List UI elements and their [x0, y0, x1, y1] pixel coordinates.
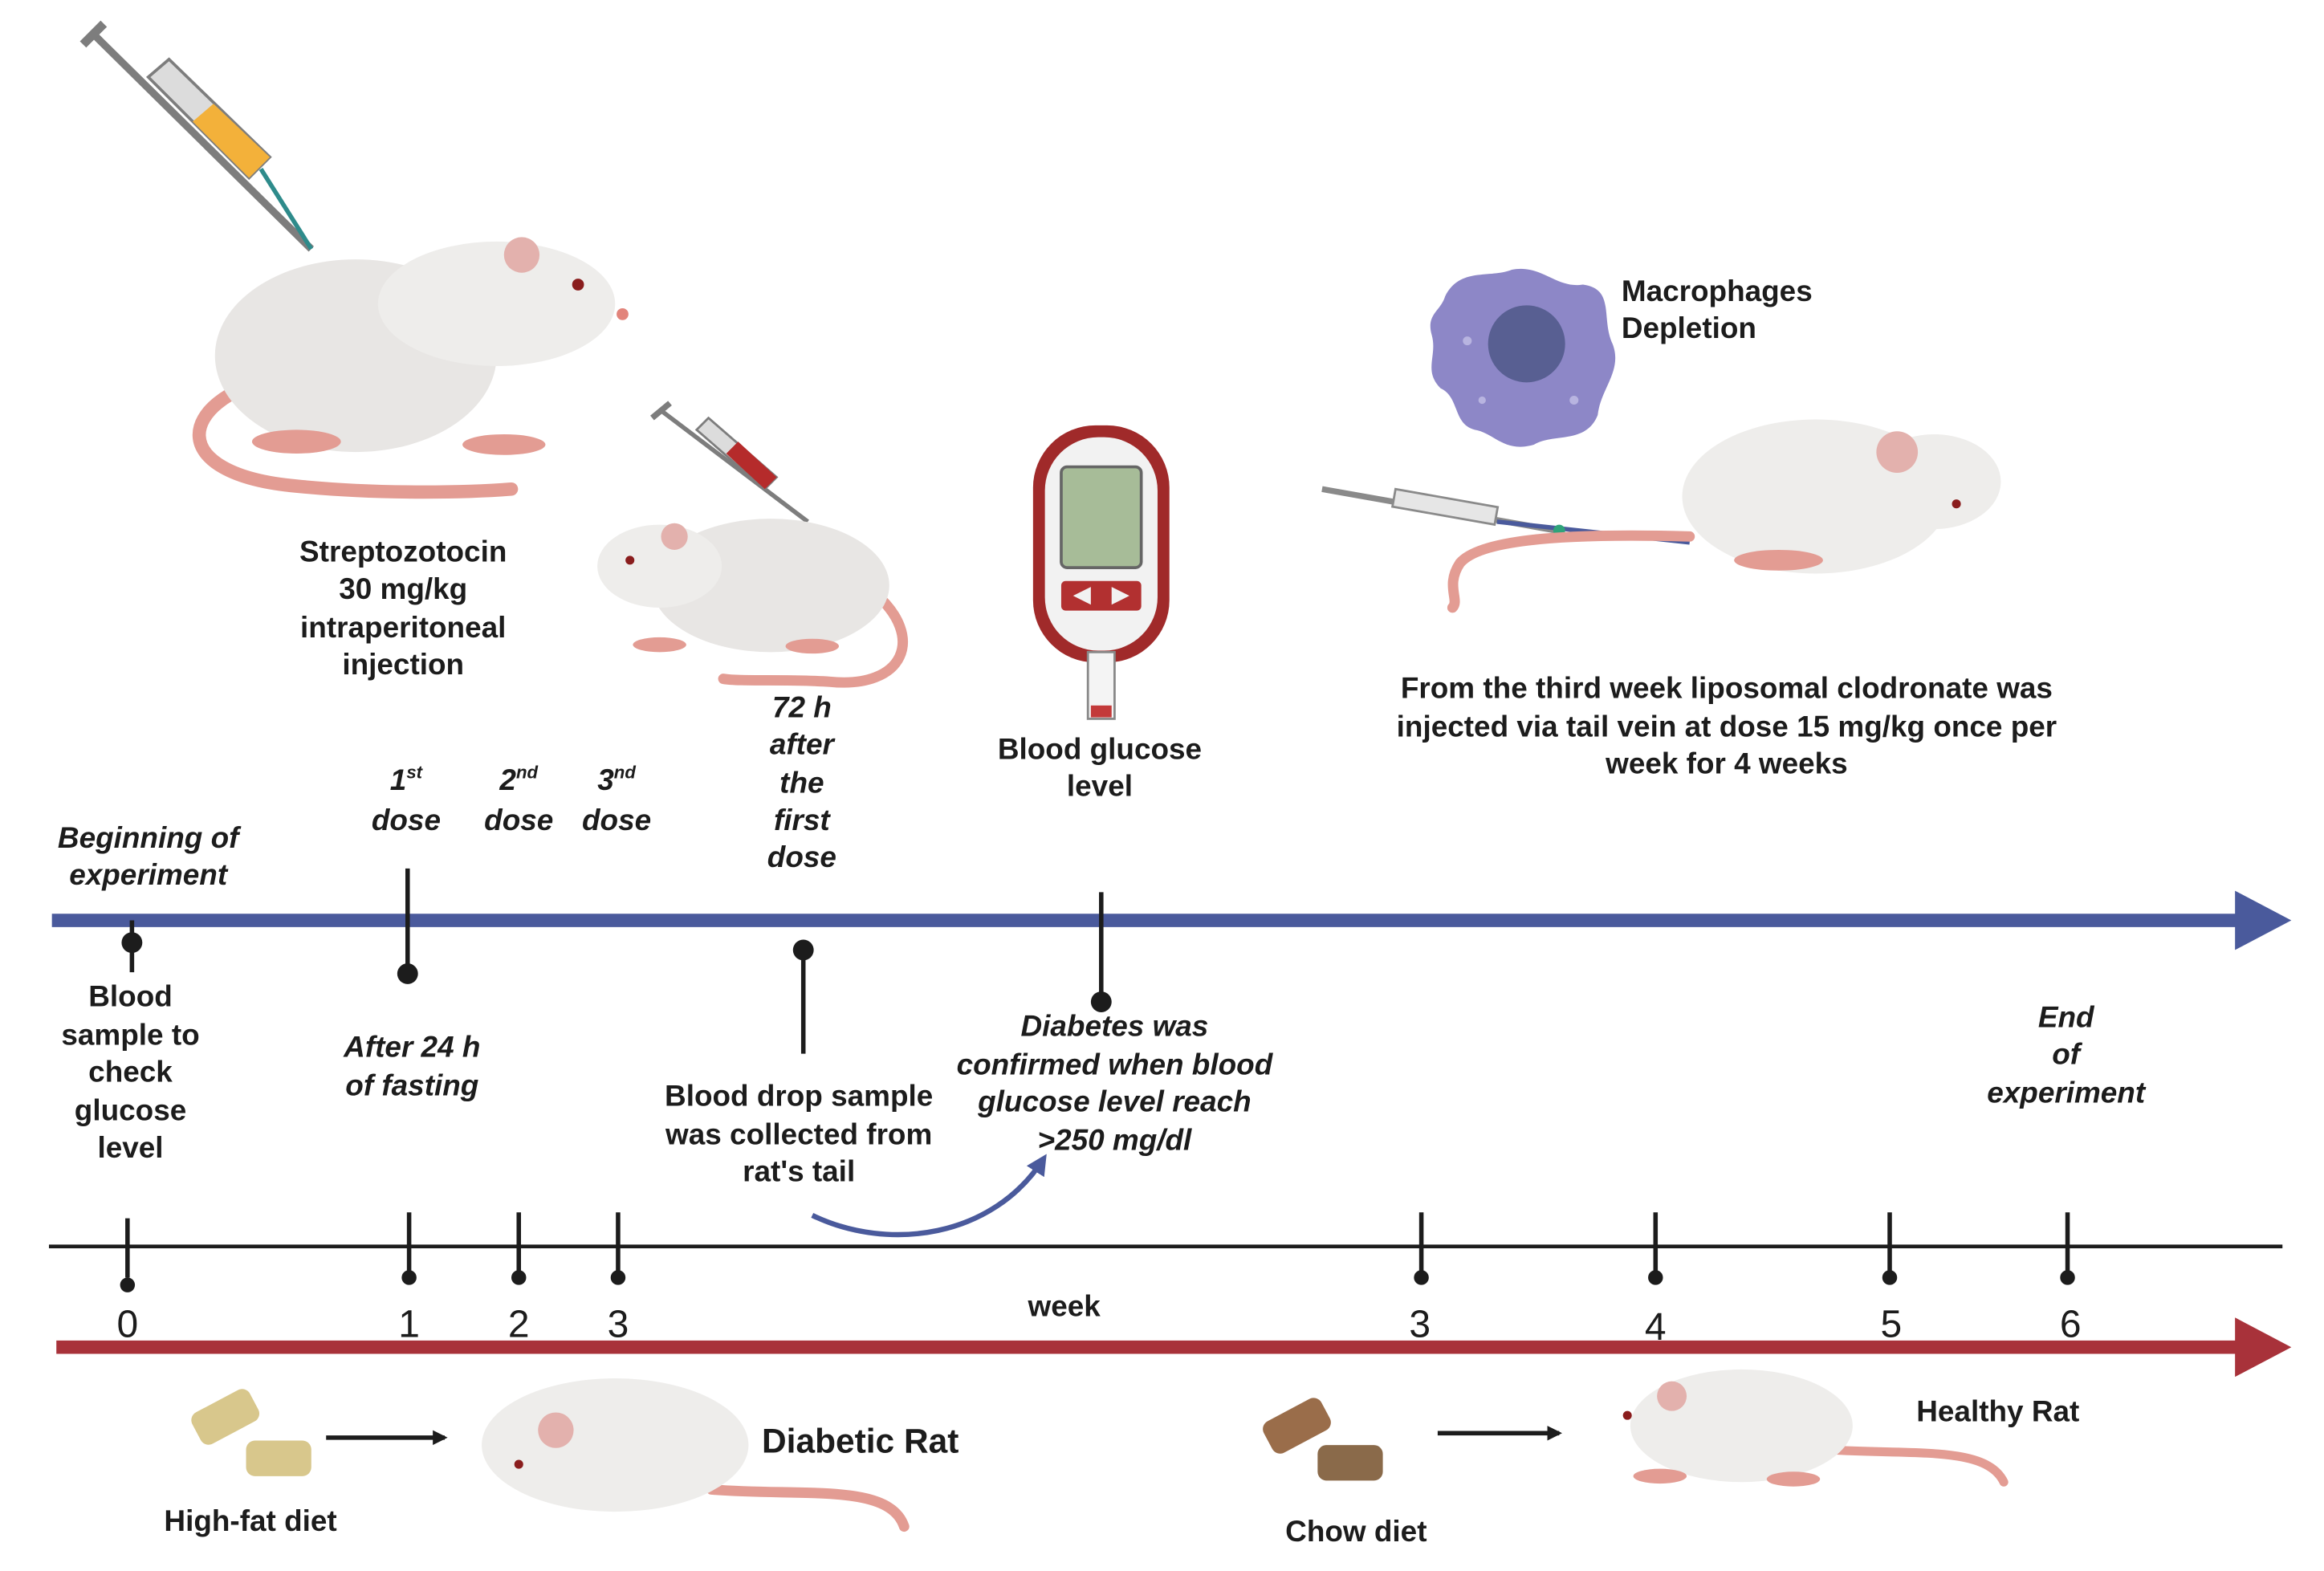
svg-text:week for 4 weeks: week for 4 weeks [1605, 747, 1848, 780]
svg-text:3nd: 3nd [597, 762, 636, 796]
svg-text:Macrophages: Macrophages [1622, 275, 1813, 307]
svg-text:From the third week liposomal: From the third week liposomal clodronate… [1401, 672, 2053, 705]
svg-text:dose: dose [582, 804, 651, 836]
pin-dose-1 [397, 868, 418, 984]
svg-text:check: check [88, 1056, 173, 1089]
pin-glucose [1090, 892, 1112, 1012]
svg-text:experiment: experiment [69, 858, 229, 891]
week-label: week [1028, 1289, 1101, 1322]
dose-2-label: 2nd dose [484, 762, 553, 836]
svg-text:was collected from: was collected from [665, 1117, 932, 1150]
clodronate-label: From the third week liposomal clodronate… [1397, 672, 2057, 780]
syringe-icon [79, 20, 315, 252]
tick-6: 6 [2060, 1212, 2082, 1345]
diabetes-confirmed-label: Diabetes was confirmed when blood glucos… [957, 1010, 1274, 1157]
rat-icon [1622, 1369, 2009, 1487]
72h-label: 72 h after the first dose [767, 691, 836, 873]
svg-text:3: 3 [1409, 1303, 1431, 1345]
beginning-label: Beginning of experiment [58, 821, 242, 891]
svg-text:30 mg/kg: 30 mg/kg [339, 572, 467, 605]
svg-text:level: level [1067, 769, 1133, 802]
svg-text:glucose: glucose [75, 1094, 186, 1127]
blue-timeline-arrow [51, 890, 2292, 950]
svg-text:sample to: sample to [61, 1019, 199, 1052]
tick-2: 2 [508, 1212, 530, 1345]
svg-text:of fasting: of fasting [345, 1068, 478, 1101]
svg-text:After 24 h: After 24 h [343, 1030, 480, 1063]
svg-text:dose: dose [372, 804, 441, 836]
tick-3a: 3 [608, 1212, 629, 1345]
syringe-icon [650, 401, 809, 524]
rat-icon [192, 237, 629, 499]
healthy-rat-label: Healthy Rat [1916, 1395, 2079, 1428]
svg-text:glucose level reach: glucose level reach [977, 1085, 1252, 1118]
svg-text:first: first [774, 804, 831, 836]
svg-text:Streptozotocin: Streptozotocin [299, 535, 507, 568]
glucometer-icon [1032, 425, 1170, 720]
dose-1-label: 1st dose [372, 762, 441, 836]
macrophage-label: Macrophages Depletion [1622, 275, 1813, 344]
svg-text:after: after [770, 728, 836, 761]
tick-0: 0 [116, 1218, 138, 1345]
red-timeline-arrow [56, 1317, 2292, 1378]
svg-text:>250 mg/dl: >250 mg/dl [1038, 1124, 1193, 1157]
end-label: End of experiment [1987, 1000, 2147, 1109]
svg-text:1: 1 [398, 1303, 420, 1345]
svg-text:Diabetes was: Diabetes was [1020, 1010, 1208, 1043]
svg-text:2nd: 2nd [499, 762, 538, 796]
dose-3-label: 3nd dose [582, 762, 651, 836]
hfd-label: High-fat diet [164, 1504, 336, 1537]
chow-label: Chow diet [1285, 1515, 1427, 1548]
curved-arrow [811, 1154, 1047, 1238]
tick-3b: 3 [1409, 1212, 1431, 1345]
tick-1: 1 [398, 1212, 420, 1345]
macrophage-icon [1430, 268, 1616, 447]
food-pellet-icon [1263, 1398, 1383, 1481]
svg-text:dose: dose [767, 840, 836, 873]
svg-text:dose: dose [484, 804, 553, 836]
tick-4: 4 [1645, 1212, 1667, 1349]
food-pellet-icon [191, 1389, 311, 1476]
svg-text:Blood: Blood [88, 980, 173, 1013]
svg-text:injection: injection [342, 648, 464, 681]
svg-text:0: 0 [116, 1303, 138, 1345]
blood-drop-label: Blood drop sample was collected from rat… [665, 1079, 933, 1187]
svg-text:level: level [97, 1131, 163, 1164]
svg-text:experiment: experiment [1987, 1077, 2147, 1109]
pin-blood-drop [792, 939, 814, 1054]
svg-text:Beginning of: Beginning of [58, 821, 242, 854]
svg-text:Blood glucose: Blood glucose [998, 732, 1202, 765]
svg-text:Blood drop sample: Blood drop sample [665, 1079, 933, 1112]
svg-text:6: 6 [2060, 1303, 2082, 1345]
rat-icon [482, 1378, 910, 1532]
svg-text:3: 3 [608, 1303, 629, 1345]
diabetic-rat-label: Diabetic Rat [762, 1422, 958, 1459]
stz-label: Streptozotocin 30 mg/kg intraperitoneal … [299, 535, 507, 681]
svg-text:of: of [2052, 1038, 2083, 1071]
tick-5: 5 [1880, 1212, 1902, 1345]
svg-text:End: End [2038, 1000, 2095, 1033]
svg-text:confirmed when blood: confirmed when blood [957, 1048, 1274, 1081]
svg-text:intraperitoneal: intraperitoneal [300, 611, 506, 644]
svg-text:5: 5 [1880, 1303, 1902, 1345]
svg-text:Depletion: Depletion [1622, 311, 1756, 344]
svg-text:1st: 1st [390, 762, 424, 796]
svg-text:injected via tail vein at dose: injected via tail vein at dose 15 mg/kg … [1397, 710, 2057, 743]
svg-text:the: the [779, 767, 824, 800]
fasting-label: After 24 h of fasting [343, 1030, 480, 1101]
svg-text:rat's tail: rat's tail [743, 1154, 855, 1187]
svg-text:72 h: 72 h [772, 691, 832, 724]
glucometer-label: Blood glucose level [998, 732, 1202, 802]
rat-icon [597, 519, 908, 688]
svg-text:2: 2 [508, 1303, 530, 1345]
blood-sample-label: Blood sample to check glucose level [61, 980, 199, 1164]
rat-icon [1447, 419, 2001, 613]
pin-start [121, 920, 143, 973]
